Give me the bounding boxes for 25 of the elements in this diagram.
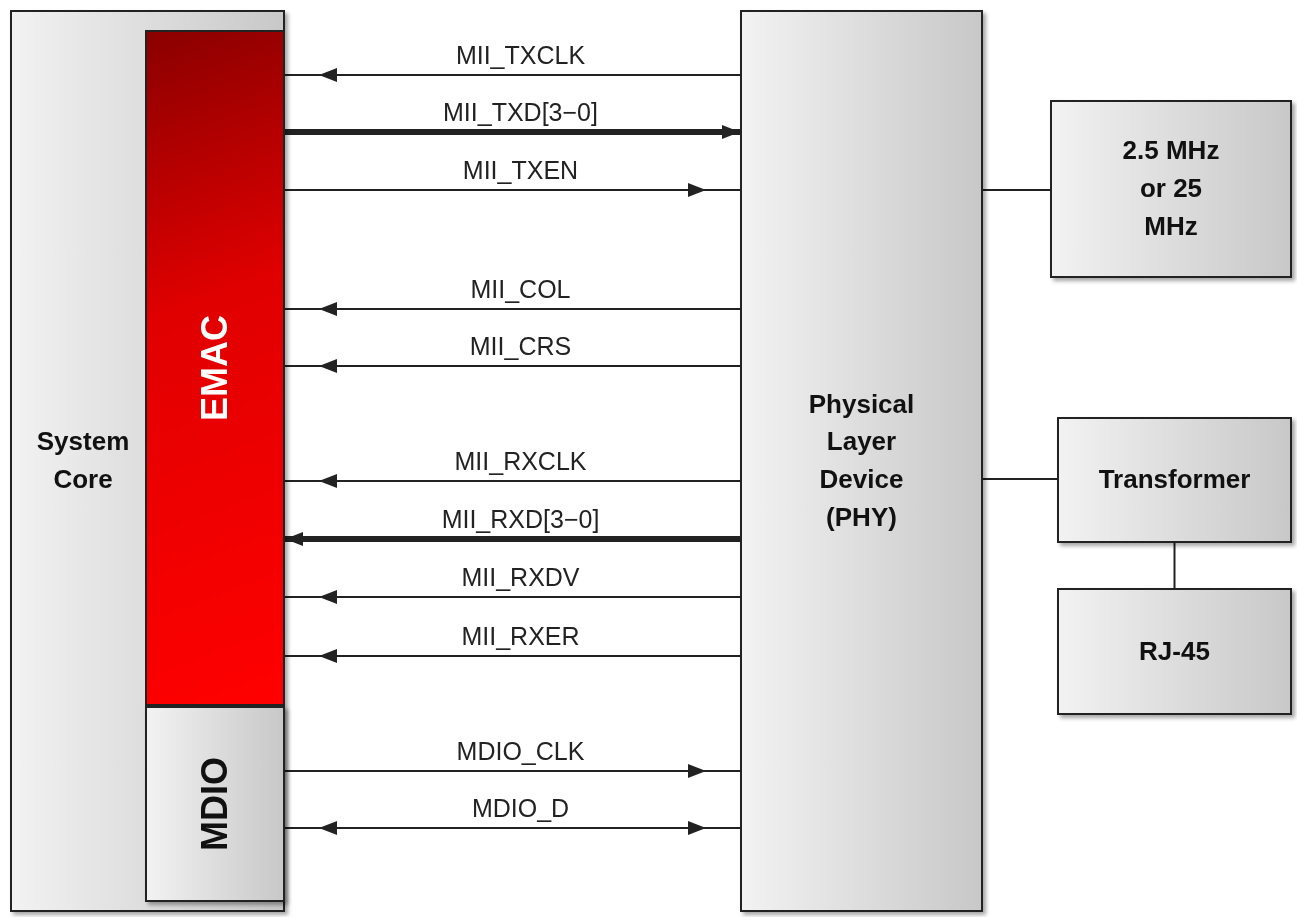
block-label: 2.5 MHz or 25 MHz: [1121, 134, 1221, 243]
block-box: [1050, 100, 1292, 278]
signal-arrow: [284, 474, 741, 488]
block-label: EMAC: [192, 315, 236, 421]
block-label: Transformer: [1097, 463, 1252, 497]
signal-arrow: [284, 302, 741, 316]
block-label: MDIO: [192, 757, 236, 851]
signal-arrow: [284, 590, 741, 604]
signal-arrow: [284, 359, 741, 373]
block-box: [145, 30, 285, 706]
signal-arrow: [284, 821, 741, 835]
signal-arrow: [285, 532, 740, 546]
block-label: RJ-45: [1138, 634, 1211, 668]
signal-arrow: [284, 649, 741, 663]
signal-arrow: [284, 764, 741, 778]
block-box: [145, 706, 285, 902]
signal-arrow: [284, 68, 741, 82]
block-box: [740, 10, 983, 912]
block-label: System Core: [35, 425, 131, 496]
signal-arrow: [285, 125, 740, 139]
block-box: [10, 10, 285, 912]
block-label: Physical Layer Device (PHY): [807, 387, 916, 534]
signal-arrow: [284, 183, 741, 197]
block-box: [1057, 588, 1292, 715]
block-box: [1057, 417, 1292, 543]
